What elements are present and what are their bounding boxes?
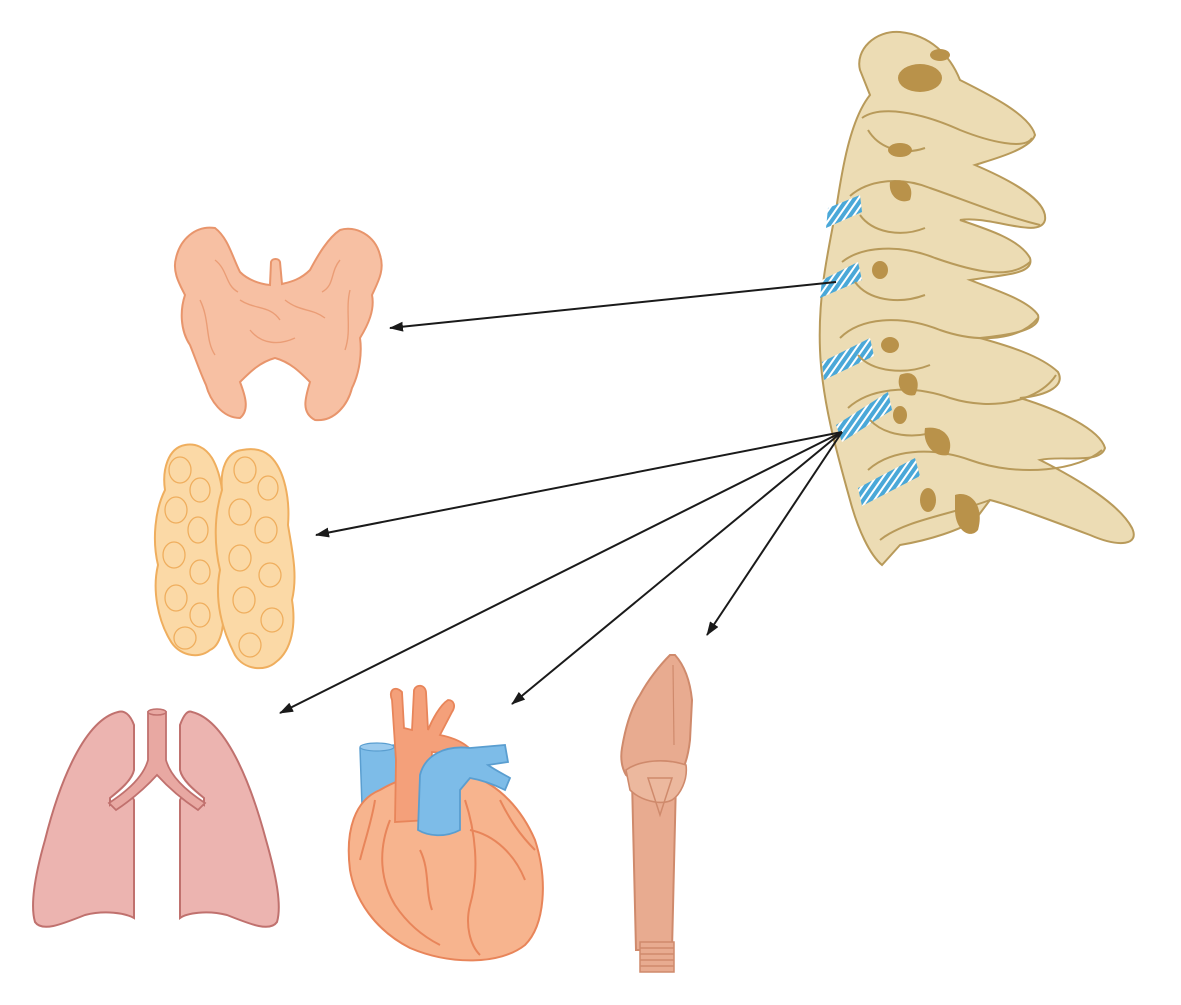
spine-icon — [820, 32, 1134, 565]
left-lung — [33, 712, 134, 927]
right-lung — [180, 712, 279, 927]
esophagus-icon — [621, 655, 692, 972]
thyroid-icon — [175, 228, 382, 421]
heart-icon — [349, 686, 543, 961]
arrow-to-lungs — [280, 432, 842, 713]
arrow-to-esophagus — [707, 432, 842, 635]
arrow-to-thyroid — [390, 282, 836, 328]
arrows — [280, 282, 842, 713]
lungs-icon — [33, 709, 279, 927]
arrow-to-parathyroid — [316, 432, 842, 535]
parathyroid-icon — [155, 445, 295, 669]
